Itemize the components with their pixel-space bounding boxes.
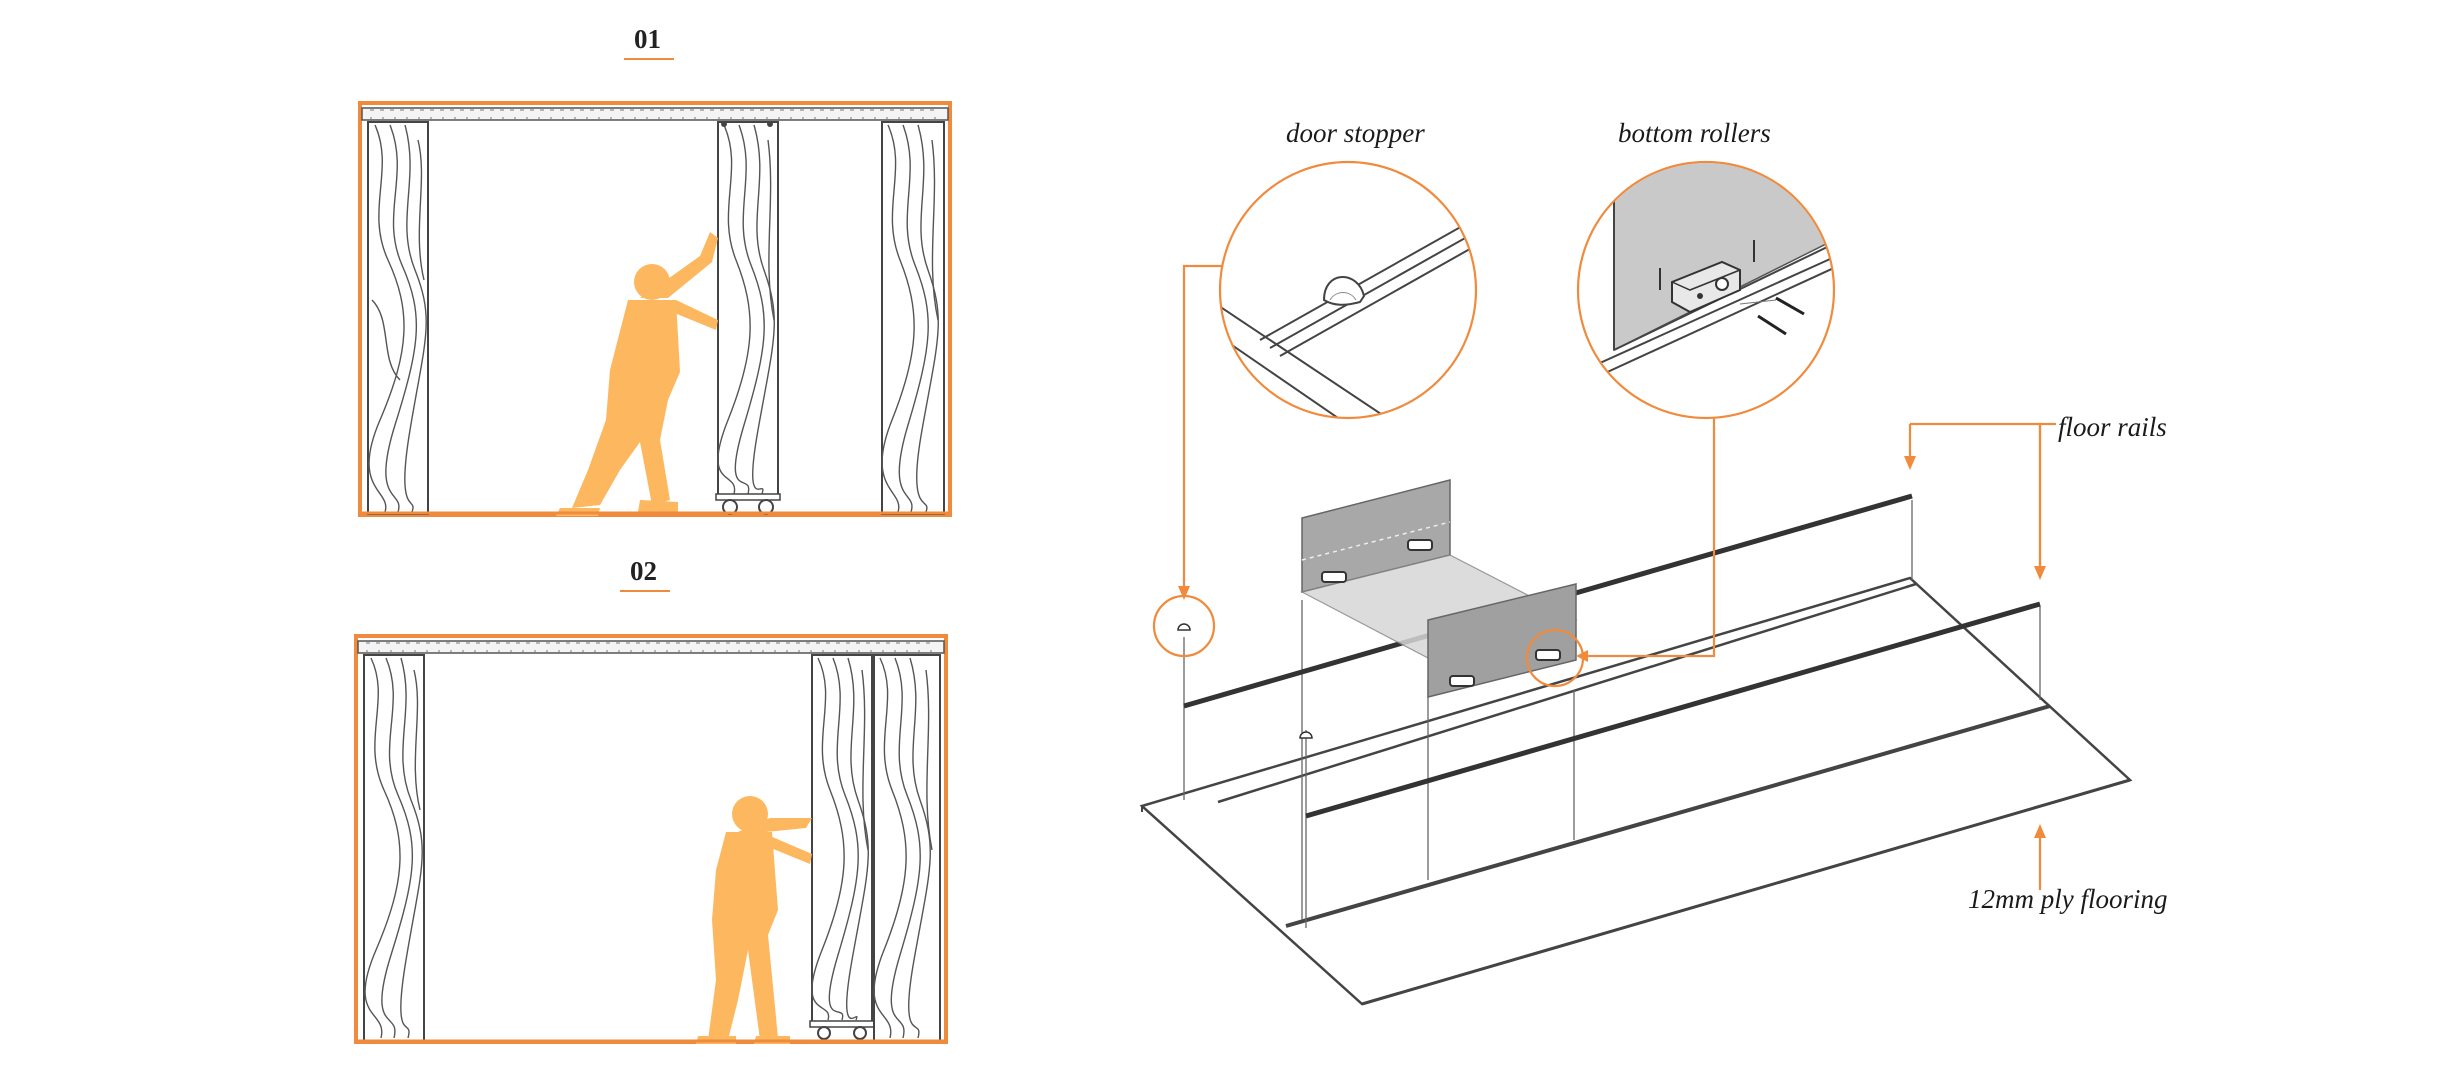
panel-01-left-door (367, 121, 429, 515)
person-pushing-icon (556, 232, 718, 516)
person-pushing-icon (696, 796, 812, 1044)
panel-01-top-rail (361, 107, 949, 121)
elevation-panel-02 (354, 634, 948, 1044)
panel-02-top-rail (357, 640, 945, 654)
floor-rails-label: floor rails (2058, 412, 2167, 442)
assembly-guide-lines (1183, 500, 2041, 928)
door-stopper-label: door stopper (1286, 118, 1425, 148)
isometric-assembly (1139, 160, 2133, 1006)
elevation-panel-01 (358, 101, 952, 517)
panel-01-number: 01 (634, 24, 661, 54)
ply-flooring-plate (1139, 576, 2133, 1006)
bottom-rollers-label: bottom rollers (1618, 118, 1771, 148)
floor-rail-lower (1305, 601, 2041, 819)
panel-01-right-door (881, 121, 945, 515)
roller-icon (853, 1026, 867, 1040)
bottom-rollers-detail (1576, 160, 1836, 420)
roller-icon (1321, 539, 1561, 687)
callout-leaders (1182, 264, 2056, 890)
panel-02-sliding-door (809, 654, 875, 1040)
ply-flooring-label: 12mm ply flooring (1968, 884, 2168, 914)
door-stopper-detail (1218, 160, 1478, 420)
panel-02-underline (620, 590, 670, 592)
panel-02-number: 02 (630, 556, 657, 586)
panel-01-frame (358, 101, 952, 517)
door-panel-assembly (1300, 479, 1578, 698)
panel-01-underline (624, 58, 674, 60)
roller-icon (817, 1026, 831, 1040)
door-stopper-icon (1299, 731, 1313, 739)
panel-01-sliding-door (715, 121, 781, 515)
panel-02-left-door (363, 654, 425, 1042)
panel-02-right-door (873, 654, 941, 1042)
